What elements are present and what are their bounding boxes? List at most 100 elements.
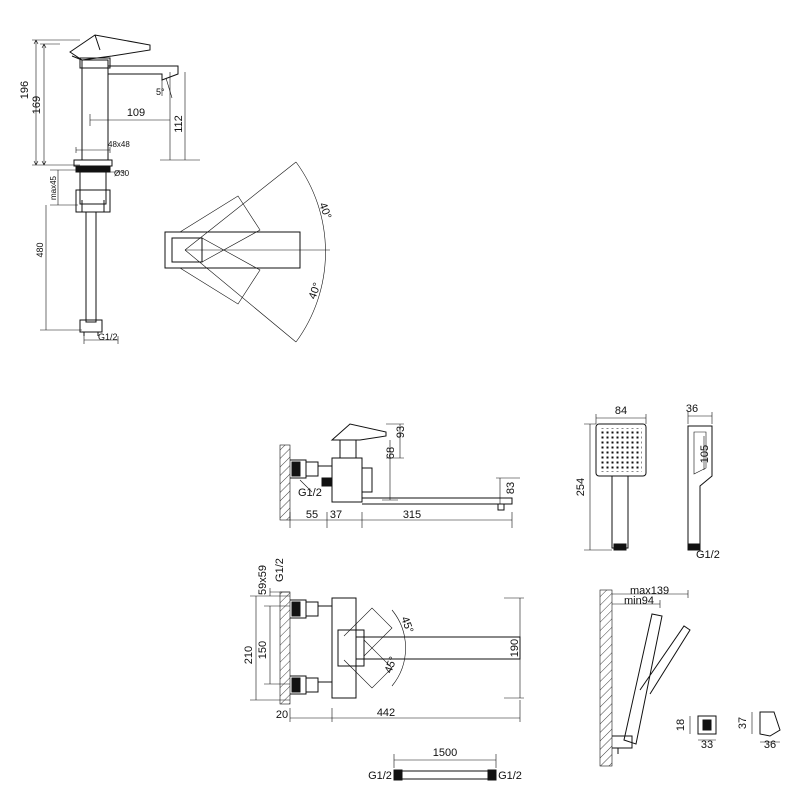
basin-spout: [108, 65, 179, 81]
bath-plan-spout: [355, 636, 521, 660]
bath-plan-handle-rotated: [343, 607, 393, 689]
holder-dim-max139: max139: [630, 585, 669, 597]
bath-mixer-plan: 59x59 G1/2 210 150 190 45° 45° 20 442: [243, 558, 524, 722]
holder-detail-a-dim-33: 33: [701, 739, 713, 751]
hand-shower-side-connector: [687, 543, 701, 551]
bath-plan-inlet-top-nut: [291, 601, 301, 617]
hose-body: [401, 770, 489, 780]
holder-dim-lines: [612, 590, 689, 608]
basin-mixer-plan: 40° 40°: [164, 161, 333, 343]
hand-shower-side: 36 105 G1/2: [686, 403, 720, 561]
bath-elev-dim-lines: [289, 423, 520, 528]
holder-detail-b-dim-lines: [751, 712, 780, 743]
holder-mount: [612, 735, 633, 754]
basin-aerator-guide: [161, 74, 173, 99]
hand-shower-front: 84 254: [575, 405, 647, 551]
hand-shower-side-face: [693, 431, 707, 475]
bath-plan-45deg-top: 45°: [398, 615, 415, 635]
basin-hose: [85, 211, 97, 323]
basin-body: [81, 59, 109, 161]
bath-plan-swivel-arc: [391, 609, 406, 687]
bath-plan-inlet-top: [290, 599, 332, 619]
hand-shower-connector: [613, 543, 627, 551]
holder-detail-a-dim-lines: [689, 716, 716, 741]
hose-dim-lines: [393, 754, 497, 768]
holder-detail-b-body: [759, 711, 781, 737]
basin-dim-480: 480: [35, 242, 45, 257]
hand-shower-dim-36: 36: [686, 403, 698, 415]
basin-plan-rotation-arc: [295, 161, 326, 343]
bath-plan-body: [331, 597, 357, 699]
hand-shower-dim-254: 254: [575, 478, 587, 496]
holder-detail-b-dim-37: 37: [737, 717, 749, 729]
basin-plan-rotation-rays: [184, 161, 330, 343]
bath-elev-shower-outlet: [321, 477, 333, 487]
bath-plan-wall: [279, 591, 291, 705]
bath-elev-g12: G1/2: [298, 487, 322, 499]
bath-plan-handle: [337, 629, 365, 667]
bath-elev-dim-37: 37: [330, 509, 342, 521]
shower-holder-bracket: max139 min94: [599, 585, 691, 767]
bath-plan-g12: G1/2: [274, 558, 286, 582]
holder-detail-b-dim-36: 36: [764, 739, 776, 751]
holder-dim-min94: min94: [624, 595, 654, 607]
hand-shower-g12: G1/2: [696, 549, 720, 561]
bath-elev-diverter: [362, 467, 373, 493]
bath-plan-inlet-bottom: [290, 675, 332, 695]
basin-handle: [69, 34, 151, 61]
shower-holder-detail-a: 18 33: [675, 715, 717, 751]
basin-dim-g12: G1/2: [98, 332, 118, 342]
bath-elev-dim-315: 315: [403, 509, 421, 521]
basin-deck-seal: [75, 165, 111, 173]
bath-plan-dim-210: 210: [243, 646, 255, 664]
bath-mixer-elevation: 93 68 83 G1/2 55 37 315: [279, 423, 520, 528]
basin-dim-196: 196: [19, 81, 31, 99]
hand-shower-side-dim-lines: [687, 412, 713, 470]
hand-shower-front-dim-lines: [584, 414, 647, 551]
basin-plan-handle-rotated-bottom: [179, 237, 261, 305]
basin-dim-112: 112: [173, 115, 185, 133]
bath-plan-45deg-bottom: 45°: [383, 655, 400, 675]
holder-detail-a-core: [702, 719, 712, 731]
basin-plan-handle-rotated-top: [179, 195, 261, 263]
basin-dim-max45: max45: [49, 175, 58, 200]
hose-left-nut: [393, 769, 403, 781]
basin-plan-40deg-bottom: 40°: [307, 281, 324, 301]
bath-elev-dim-83: 83: [505, 482, 517, 494]
holder-wall: [599, 589, 613, 767]
basin-shank: [79, 171, 107, 205]
basin-body-front: [79, 57, 111, 69]
bath-plan-dim-20: 20: [276, 709, 288, 721]
bath-elev-spout: [362, 497, 513, 511]
bath-elev-handle: [330, 423, 387, 459]
shower-holder-detail-b: 37 36: [737, 711, 781, 751]
bath-plan-dim-190: 190: [509, 639, 521, 657]
bath-plan-dim-150: 150: [257, 641, 269, 659]
bath-plan-inlet-bottom-nut: [291, 677, 301, 693]
shower-hose: 1500 G1/2 G1/2: [368, 747, 522, 782]
hose-dim-1500: 1500: [433, 747, 457, 759]
basin-dim-30: Ø30: [114, 169, 130, 178]
hand-shower-dim-105: 105: [699, 445, 711, 463]
bath-elev-inlet-nut: [291, 461, 301, 477]
bath-elev-wall: [279, 444, 291, 521]
basin-dim-lines-horizontal: [75, 72, 200, 344]
bath-plan-59x59: 59x59: [257, 565, 269, 595]
basin-dim-lines-vertical: [32, 39, 80, 166]
basin-dim-109: 109: [127, 107, 145, 119]
hand-shower-dim-84: 84: [615, 405, 627, 417]
hand-shower-nozzles: [600, 428, 642, 472]
basin-hose-nut: [79, 319, 103, 336]
basin-mixer-elevation: 196 169 109 112 5° 48x48 Ø30 max45 480 G…: [19, 34, 200, 344]
bath-elev-body: [331, 457, 363, 503]
holder-detail-a-dim-18: 18: [675, 719, 687, 731]
bath-elev-inlet: [290, 459, 332, 479]
bath-elev-dim-68: 68: [385, 447, 397, 459]
hand-shower-handle: [611, 475, 629, 549]
hose-g12-left: G1/2: [368, 770, 392, 782]
bath-plan-dim-lines: [250, 588, 524, 722]
hose-right-nut: [487, 769, 497, 781]
basin-locknut: [75, 189, 111, 213]
basin-dim-48x48: 48x48: [108, 140, 130, 149]
